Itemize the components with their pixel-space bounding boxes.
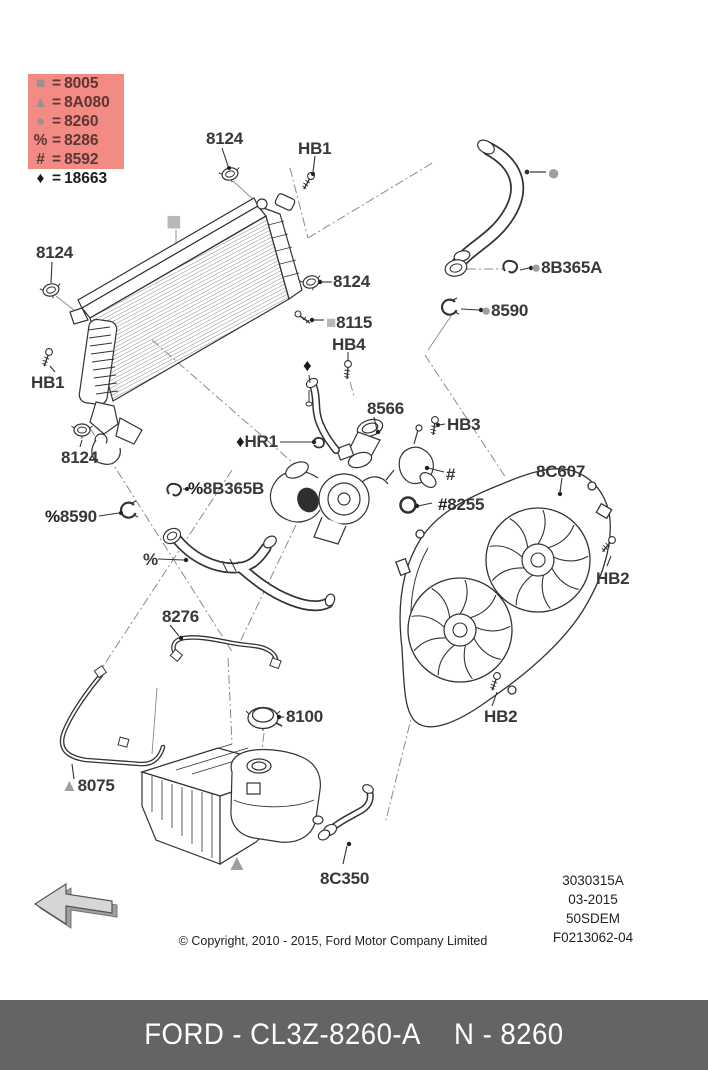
part-label-8124-bottom[interactable]: 8124: [61, 448, 99, 467]
part-label-hb3[interactable]: HB3: [447, 415, 481, 434]
part-label-8c350[interactable]: 8C350: [320, 869, 370, 888]
square-marker-icon: ■: [326, 313, 337, 332]
radiator-drawing: [69, 193, 303, 465]
symbol-legend: ■ = 8005 ▲ = 8A080 ● = 8260 % = 8286 # =…: [28, 74, 124, 188]
circle-marker-icon: ●: [35, 112, 46, 130]
percent-marker-icon: %: [45, 507, 60, 526]
leader-dots: [119, 166, 563, 847]
thermostat-housing-drawing: [335, 418, 384, 469]
legend-code: 8286: [64, 131, 99, 149]
part-label-8590-right[interactable]: ●8590: [481, 301, 529, 320]
front-direction-arrow: [33, 882, 118, 929]
clamp-8b365a-icon: [502, 259, 519, 274]
water-outlet-connector-drawing: [385, 424, 437, 488]
triangle-marker-icon: ▲: [226, 850, 248, 875]
part-label-8566[interactable]: 8566: [367, 399, 405, 418]
legend-code: 8592: [64, 150, 99, 168]
clamp-8b365b-icon: [166, 482, 183, 497]
part-label-hb4[interactable]: HB4: [332, 335, 366, 354]
part-label-8276[interactable]: 8276: [162, 607, 200, 626]
legend-item-8592[interactable]: # = 8592: [28, 150, 124, 169]
part-label-8115[interactable]: ■8115: [326, 313, 373, 332]
part-label-8124-top[interactable]: 8124: [206, 129, 244, 148]
drawing-ref-line: F0213062-04: [552, 930, 634, 945]
screw-hb4-icon: [343, 359, 353, 380]
part-info-left: FORD - CL3Z-8260-A: [144, 1018, 422, 1051]
legend-item-18663[interactable]: ♦ = 18663: [28, 169, 124, 188]
hose-8075-drawing: [59, 665, 166, 767]
clamp-8590-right-icon: [440, 296, 461, 316]
o-ring-8255-icon: [399, 496, 417, 514]
part-label-8c607[interactable]: 8C607: [536, 462, 586, 481]
diamond-marker-icon: ♦: [303, 356, 312, 375]
legend-item-8005[interactable]: ■ = 8005: [28, 74, 124, 93]
copyright-notice: © Copyright, 2010 - 2015, Ford Motor Com…: [178, 934, 488, 948]
hash-marker-icon: #: [438, 495, 448, 514]
hash-marker-icon: #: [36, 150, 45, 168]
drawing-ref-line: 50SDEM: [565, 911, 621, 926]
part-info-right: N - 8260: [454, 1018, 564, 1051]
bolt-8115-icon: [294, 310, 311, 324]
part-label-8590-left[interactable]: %8590: [45, 507, 97, 526]
diagram-artwork: [33, 139, 618, 929]
lower-radiator-hose-drawing: [162, 527, 336, 612]
part-label-8124-mid[interactable]: 8124: [333, 272, 371, 291]
part-label-hash[interactable]: #: [446, 465, 456, 484]
diamond-marker-icon: ♦: [236, 432, 245, 451]
legend-code: 8260: [64, 112, 99, 130]
square-marker-icon: ■: [166, 206, 182, 236]
coolant-reservoir-drawing: [139, 743, 324, 866]
legend-code: 8005: [64, 74, 99, 92]
reservoir-cap-drawing: [245, 706, 283, 731]
leader-lines: [49, 147, 612, 865]
circle-marker-icon: ●: [547, 160, 561, 185]
part-label-8100[interactable]: 8100: [286, 707, 324, 726]
drawing-ref-line: 3030315A: [562, 873, 624, 888]
legend-code: 18663: [64, 169, 108, 187]
grommet-8124-left-icon: [38, 280, 64, 302]
part-label-8124-left[interactable]: 8124: [36, 243, 74, 262]
grommet-8124-bottom-icon: [70, 423, 94, 440]
diamond-marker-icon: ♦: [36, 169, 45, 187]
clamp-8590-left-icon: [119, 499, 140, 519]
part-label-hb1-left[interactable]: HB1: [31, 373, 65, 392]
percent-marker-icon: %: [33, 131, 48, 149]
part-label-hr1[interactable]: ♦HR1: [236, 432, 278, 451]
hose-8c350-drawing: [317, 784, 374, 841]
part-label-hb2-top[interactable]: HB2: [596, 569, 630, 588]
overflow-hose-8276-drawing: [169, 635, 282, 670]
legend-item-8a080[interactable]: ▲ = 8A080: [28, 93, 124, 112]
circle-marker-icon: ●: [481, 301, 492, 320]
part-label-8075[interactable]: ▲8075: [61, 776, 115, 795]
part-label-percent[interactable]: %: [143, 550, 158, 569]
fan-shroud-drawing: [395, 468, 613, 728]
triangle-marker-icon: ▲: [61, 776, 78, 795]
legend-item-8260[interactable]: ● = 8260: [28, 112, 124, 131]
triangle-marker-icon: ▲: [32, 93, 49, 111]
legend-item-8286[interactable]: % = 8286: [28, 131, 124, 150]
part-label-8255[interactable]: #8255: [438, 495, 485, 514]
legend-code: 8A080: [64, 93, 110, 111]
bypass-hose-drawing: [305, 374, 340, 454]
water-pump-drawing: [269, 461, 389, 545]
drawing-reference-block: 3030315A 03-2015 50SDEM F0213062-04: [527, 871, 659, 947]
percent-marker-icon: %: [188, 479, 203, 498]
circle-marker-icon: ●: [531, 258, 542, 277]
square-marker-icon: ■: [35, 74, 46, 92]
drawing-ref-line: 03-2015: [568, 892, 618, 907]
part-label-8b365b[interactable]: %8B365B: [188, 479, 265, 498]
screw-hb1-left-icon: [40, 346, 54, 369]
part-label-hb1-top[interactable]: HB1: [298, 139, 332, 158]
part-label-8b365a[interactable]: ●8B365A: [531, 258, 603, 277]
part-info-bar: FORD - CL3Z-8260-A N - 8260: [0, 1000, 708, 1070]
upper-radiator-hose-drawing: [444, 139, 546, 277]
part-label-hb2-bottom[interactable]: HB2: [484, 707, 518, 726]
